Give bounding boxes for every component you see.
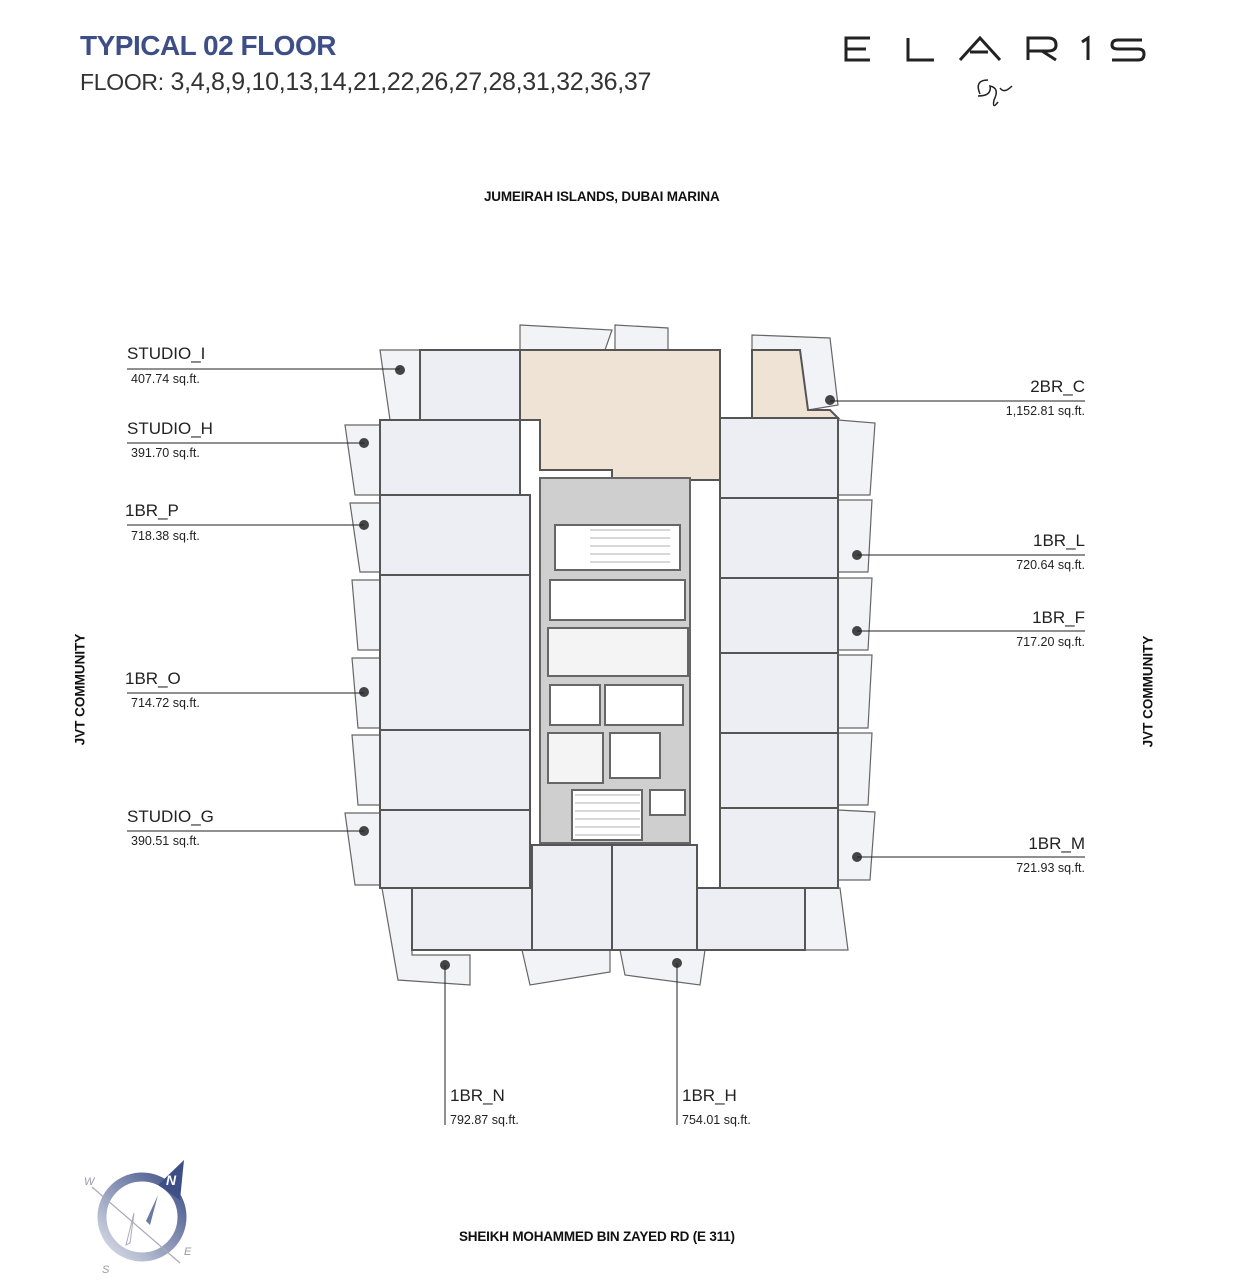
unit-label-name: 1BR_N — [450, 1086, 505, 1105]
unit-label-name: STUDIO_G — [127, 807, 214, 826]
unit-label-area: 391.70 sq.ft. — [131, 446, 200, 460]
balconies — [344, 324, 876, 986]
compass-s: S — [102, 1264, 110, 1276]
floor-list: FLOOR: 3,4,8,9,10,13,14,21,22,26,27,28,3… — [80, 68, 651, 97]
unit-label-name: STUDIO_H — [127, 419, 213, 438]
unit-1br-o-area — [379, 574, 531, 731]
unit-label-area: 721.93 sq.ft. — [1016, 861, 1085, 875]
unit-1br-h-area — [696, 887, 806, 951]
unit-label-name: 1BR_F — [1032, 608, 1085, 627]
compass-e: E — [184, 1246, 192, 1258]
unit-label-area: 1,152.81 sq.ft. — [1005, 404, 1085, 418]
unit-label-name: 1BR_M — [1028, 834, 1085, 853]
leader-lines — [127, 368, 1085, 1125]
floors-label: FLOOR: — [80, 69, 164, 95]
unit-label-area: 390.51 sq.ft. — [131, 834, 200, 848]
unit-studio-i-area — [419, 349, 521, 421]
unit-studio-h-area — [379, 419, 521, 496]
unit-label-area: 714.72 sq.ft. — [131, 696, 200, 710]
unit-label-name: 1BR_L — [1033, 531, 1085, 550]
unit-label-area: 792.87 sq.ft. — [450, 1113, 519, 1127]
page-title: TYPICAL 02 FLOOR — [80, 30, 336, 61]
unit-1br-extra-area — [379, 729, 531, 811]
unit-label-area: 718.38 sq.ft. — [131, 529, 200, 543]
unit-label-name: 1BR_P — [125, 501, 179, 520]
elaris-sky-logo — [844, 35, 1146, 107]
unit-label-area: 717.20 sq.ft. — [1016, 635, 1085, 649]
compass-icon: N W E S — [84, 1160, 192, 1276]
unit-label-name: 1BR_O — [125, 669, 181, 688]
unit-label-name: 2BR_C — [1030, 377, 1085, 396]
unit-label-name: STUDIO_I — [127, 344, 206, 363]
unit-1br-n-living — [531, 844, 613, 951]
unit-1br-area-r5 — [719, 732, 839, 809]
unit-label-area: 407.74 sq.ft. — [131, 372, 200, 386]
unit-label-area: 754.01 sq.ft. — [682, 1113, 751, 1127]
unit-studio-g-area — [379, 809, 531, 889]
floors-values: 3,4,8,9,10,13,14,21,22,26,27,28,31,32,36… — [170, 68, 652, 96]
compass-n: N — [166, 1172, 177, 1188]
unit-1br-m-area — [719, 807, 839, 889]
unit-1br-l-area — [719, 497, 839, 579]
compass-w: W — [84, 1176, 96, 1188]
unit-1br-h-living — [611, 844, 698, 951]
unit-1br-f-area — [719, 577, 839, 654]
unit-label-area: 720.64 sq.ft. — [1016, 558, 1085, 572]
unit-1br-p-area — [379, 494, 531, 576]
stairs — [575, 529, 670, 836]
unit-1br-area-r1 — [719, 417, 839, 499]
north-road-label: JUMEIRAH ISLANDS, DUBAI MARINA — [484, 189, 720, 204]
unit-1br-area-r4 — [719, 652, 839, 734]
units — [379, 349, 841, 951]
south-road-label: SHEIKH MOHAMMED BIN ZAYED RD (E 311) — [459, 1229, 735, 1244]
core — [539, 477, 691, 844]
unit-1br-n-area — [411, 887, 533, 951]
unit-label-name: 1BR_H — [682, 1086, 737, 1105]
